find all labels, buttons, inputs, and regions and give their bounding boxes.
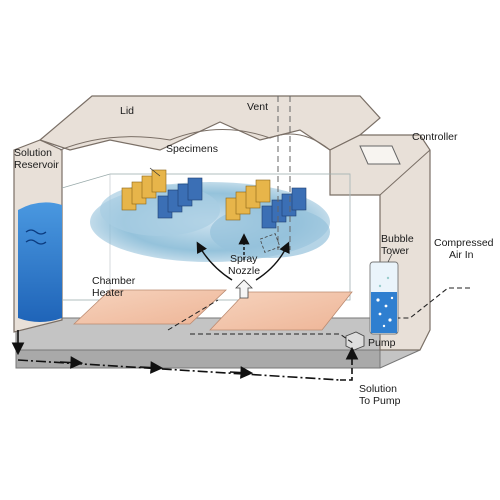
specimens-right <box>225 179 307 229</box>
pump-icon <box>345 331 365 351</box>
vent-pipe <box>259 96 291 253</box>
label-bubble-tower-1: Bubble <box>381 233 414 245</box>
label-spray-nozzle-1: Spray <box>230 253 258 265</box>
label-solution-reservoir-2: Reservoir <box>14 159 59 171</box>
label-bubble-tower-2: Tower <box>381 245 410 257</box>
spray-nozzle-icon <box>235 279 253 299</box>
label-lid: Lid <box>120 105 134 117</box>
label-solution-to-pump-1: Solution <box>359 383 397 395</box>
label-vent: Vent <box>247 101 268 113</box>
chamber-heater-left <box>72 289 228 325</box>
label-specimens: Specimens <box>166 143 218 155</box>
label-chamber-heater-1: Chamber <box>92 275 136 287</box>
lid <box>38 95 381 151</box>
specimens-left <box>121 169 203 219</box>
controller-icon <box>359 145 401 165</box>
label-compressed-air-2: Air In <box>449 249 474 261</box>
solution-return-line <box>11 330 359 381</box>
base-plate <box>15 317 421 369</box>
label-pump: Pump <box>368 337 396 349</box>
spray-arrows <box>196 233 290 281</box>
label-solution-reservoir-1: Solution <box>14 147 52 159</box>
label-compressed-air-1: Compressed <box>434 237 494 249</box>
chamber-heater-right <box>209 291 353 331</box>
compressed-air-line <box>398 287 470 319</box>
controller-housing <box>329 134 431 351</box>
bubble-tower <box>369 261 399 335</box>
label-controller: Controller <box>412 131 458 143</box>
label-solution-to-pump-2: To Pump <box>359 395 401 407</box>
supply-lines <box>167 299 355 345</box>
solution-reservoir <box>18 202 62 322</box>
leader-lines <box>149 167 393 263</box>
label-spray-nozzle-2: Nozzle <box>228 265 260 277</box>
label-chamber-heater-2: Heater <box>92 287 124 299</box>
